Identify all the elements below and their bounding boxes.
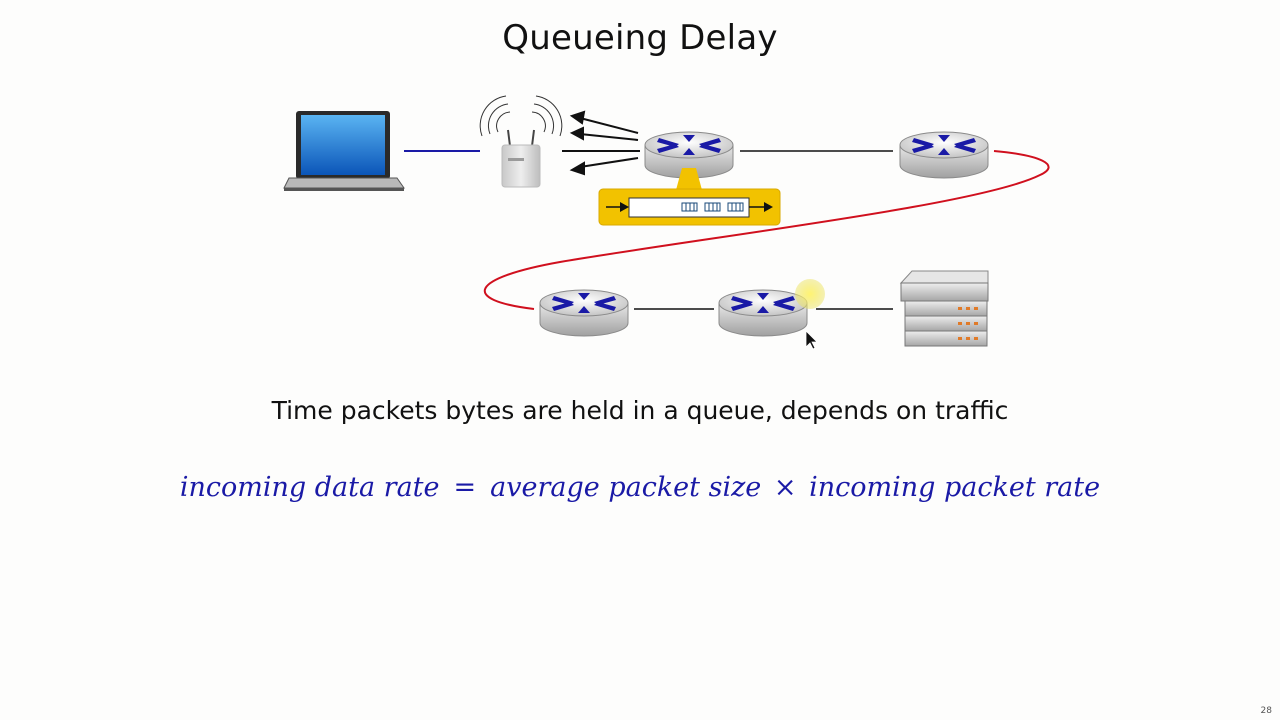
formula: incoming data rate = average packet size ×…: [0, 472, 1280, 503]
cursor-highlight: [795, 279, 825, 309]
formula-term1: average packet size: [490, 472, 762, 503]
incoming-packet-arrows: [562, 110, 640, 176]
slide-title: Queueing Delay: [502, 18, 778, 58]
router-2-icon: [899, 131, 989, 179]
formula-equals: =: [453, 472, 477, 503]
laptop-icon: [283, 111, 405, 191]
route-path: [483, 150, 1050, 310]
formula-lhs: incoming data rate: [179, 472, 440, 503]
queued-packets: [681, 202, 744, 212]
queue-callout: [598, 168, 781, 226]
formula-term2: incoming packet rate: [809, 472, 1101, 503]
router-3-icon: [539, 289, 629, 337]
server-stack-icon: [899, 270, 989, 347]
formula-times: ×: [773, 472, 797, 503]
slide-caption: Time packets bytes are held in a queue, …: [271, 396, 1009, 425]
mouse-pointer-icon: [805, 330, 818, 350]
router-4-icon: [718, 289, 808, 337]
wireless-access-point-icon: [479, 95, 563, 188]
slide-page-number: 28: [1260, 706, 1272, 716]
